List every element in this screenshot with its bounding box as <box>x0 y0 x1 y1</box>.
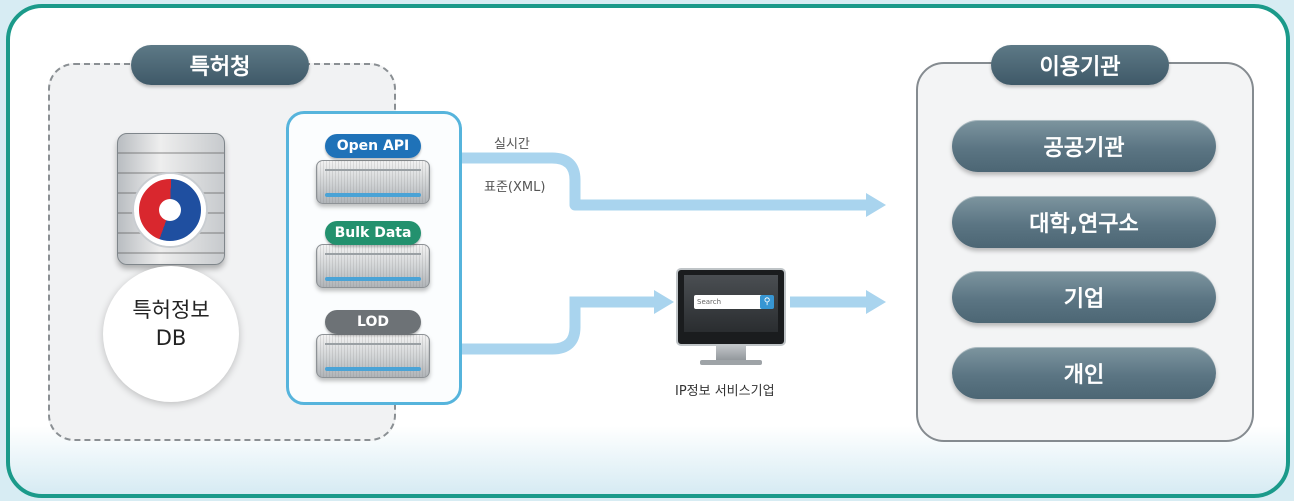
flow-line-bottom <box>428 296 656 355</box>
bulk-data-label: Bulk Data <box>325 221 421 245</box>
db-label-line2: DB <box>155 326 187 350</box>
db-label-line1: 특허정보 <box>132 298 210 322</box>
open-api-label: Open API <box>325 134 421 158</box>
db-label: 특허정보 DB <box>103 296 239 352</box>
standard-label: 표준(XML) <box>484 180 546 195</box>
db-circle <box>103 266 239 402</box>
org-item-public: 공공기관 <box>952 120 1216 172</box>
arrow-head-bottom <box>866 290 886 314</box>
monitor-screen: Search ⚲ <box>684 275 778 332</box>
monitor-base <box>700 360 762 365</box>
org-item-company: 기업 <box>952 271 1216 323</box>
monitor-stand <box>716 346 746 362</box>
kipo-title: 특허청 <box>131 45 309 85</box>
monitor-icon: Search ⚲ <box>676 268 786 346</box>
bulk-data-server-icon <box>316 244 430 288</box>
government-emblem-icon <box>134 174 206 246</box>
org-item-university: 대학,연구소 <box>952 196 1216 248</box>
user-org-title: 이용기관 <box>991 45 1169 85</box>
service-company-label: IP정보 서비스기업 <box>675 384 775 399</box>
open-api-server-icon <box>316 160 430 204</box>
flow-line-top <box>428 152 868 211</box>
arrow-head-top <box>866 193 886 217</box>
lod-server-icon <box>316 334 430 378</box>
magnifier-icon: ⚲ <box>760 295 774 309</box>
lod-label: LOD <box>325 310 421 334</box>
org-item-individual: 개인 <box>952 347 1216 399</box>
realtime-label: 실시간 <box>494 137 530 152</box>
arrow-head-service-in <box>654 290 674 314</box>
search-input: Search <box>694 295 766 309</box>
